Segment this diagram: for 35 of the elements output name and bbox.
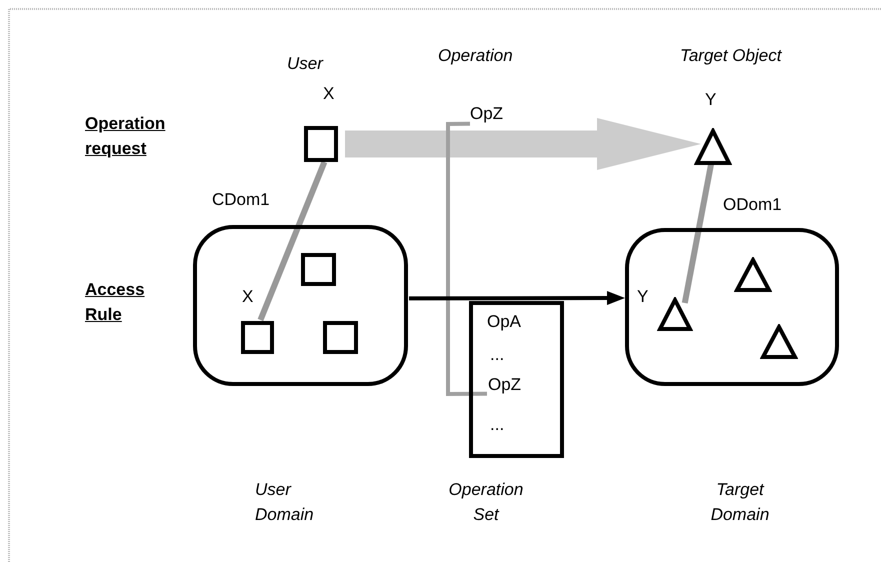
square-object bbox=[304, 126, 338, 162]
triangle-object bbox=[694, 128, 732, 166]
operation-entry: ... bbox=[490, 345, 504, 365]
square-object bbox=[301, 253, 336, 286]
operation-entry: ... bbox=[490, 415, 504, 435]
column-heading: Target Domain bbox=[710, 479, 770, 526]
column-heading: Target Object bbox=[680, 45, 782, 67]
object-name: X bbox=[242, 287, 254, 307]
domain-box bbox=[193, 225, 408, 386]
arrow bbox=[409, 291, 625, 306]
triangle-object bbox=[760, 324, 798, 360]
object-name: X bbox=[323, 84, 334, 104]
object-name: Y bbox=[637, 287, 648, 307]
triangle-object bbox=[734, 257, 772, 293]
domain-name: CDom1 bbox=[212, 190, 270, 210]
request-arrow bbox=[345, 118, 701, 170]
domain-name: ODom1 bbox=[723, 195, 782, 215]
row-heading: Operation request bbox=[85, 113, 166, 160]
object-name: Y bbox=[705, 90, 716, 110]
domain-box bbox=[625, 228, 839, 386]
link-line bbox=[446, 122, 488, 396]
link-line bbox=[258, 160, 328, 322]
operation-name: OpZ bbox=[488, 375, 526, 397]
triangle-object bbox=[657, 297, 693, 332]
operation-entry: OpA bbox=[487, 312, 522, 332]
row-heading: Access Rule bbox=[85, 279, 146, 326]
operation-name: OpZ bbox=[470, 104, 512, 126]
operation-set-box bbox=[469, 301, 564, 458]
square-object bbox=[241, 321, 274, 354]
column-heading: Operation bbox=[438, 45, 513, 67]
column-heading: User bbox=[287, 53, 323, 75]
column-heading: Operation Set bbox=[448, 479, 524, 526]
column-heading: User Domain bbox=[255, 479, 315, 526]
square-object bbox=[323, 321, 358, 354]
link-line bbox=[682, 163, 714, 304]
